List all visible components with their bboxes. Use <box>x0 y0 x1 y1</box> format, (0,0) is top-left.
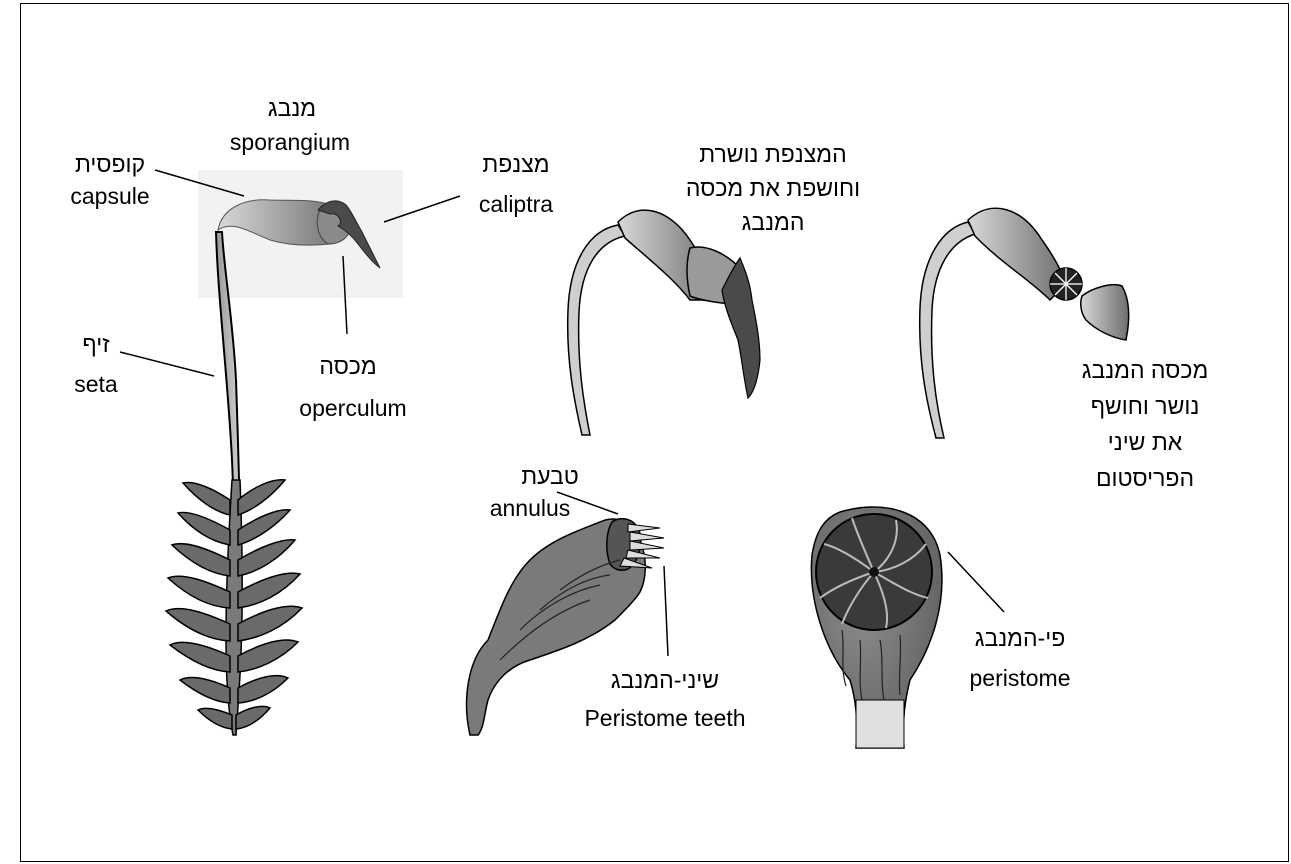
sporophyte-calyptra-falling <box>568 210 760 435</box>
label-operculum-he: מכסה <box>298 352 398 380</box>
bulb-neck-light <box>856 700 904 748</box>
label-calyptra-he: מצנפת <box>456 150 576 178</box>
label-operculum-falls-3: את שיני <box>1040 428 1250 456</box>
label-annulus-en: annulus <box>470 494 590 522</box>
label-calyptra-falls-1: המצנפת נושרת <box>648 140 898 168</box>
leafy-shoot <box>166 480 302 735</box>
label-calyptra-en: caliptra <box>456 190 576 218</box>
label-capsule-he: קופסית <box>50 150 170 178</box>
leader-line-peristome <box>948 552 1004 612</box>
falling-operculum-3 <box>1081 285 1129 340</box>
label-peristome-en: peristome <box>950 664 1090 692</box>
seta-curve-3 <box>920 222 975 438</box>
label-operculum-falls-2: נושר וחושף <box>1040 392 1250 420</box>
label-annulus-he: טבעת <box>485 462 615 490</box>
calyptra-2 <box>722 258 760 398</box>
label-sporangium-en: sporangium <box>210 128 370 156</box>
moss-gametophyte <box>166 170 403 735</box>
capsule-with-teeth <box>467 519 664 735</box>
seta-curve-2 <box>568 225 625 435</box>
label-operculum-en: operculum <box>288 394 418 422</box>
label-sporangium-he: מנבג <box>232 94 352 122</box>
label-capsule-en: capsule <box>50 182 170 210</box>
peristome-top-view <box>811 507 942 748</box>
label-peristome-he: פי-המנבג <box>950 624 1090 652</box>
label-calyptra-falls-2: וחושפת את מכסה <box>648 174 898 202</box>
label-seta-he: זיף <box>56 330 136 358</box>
label-seta-en: seta <box>56 370 136 398</box>
label-peristome-teeth-he: שיני-המנבג <box>575 666 755 694</box>
label-calyptra-falls-3: המנבג <box>648 208 898 236</box>
label-operculum-falls-1: מכסה המנבג <box>1040 356 1250 384</box>
label-operculum-falls-4: הפריסטום <box>1040 464 1250 492</box>
peristome-center <box>869 567 879 577</box>
label-peristome-teeth-en: Peristome teeth <box>565 704 765 732</box>
